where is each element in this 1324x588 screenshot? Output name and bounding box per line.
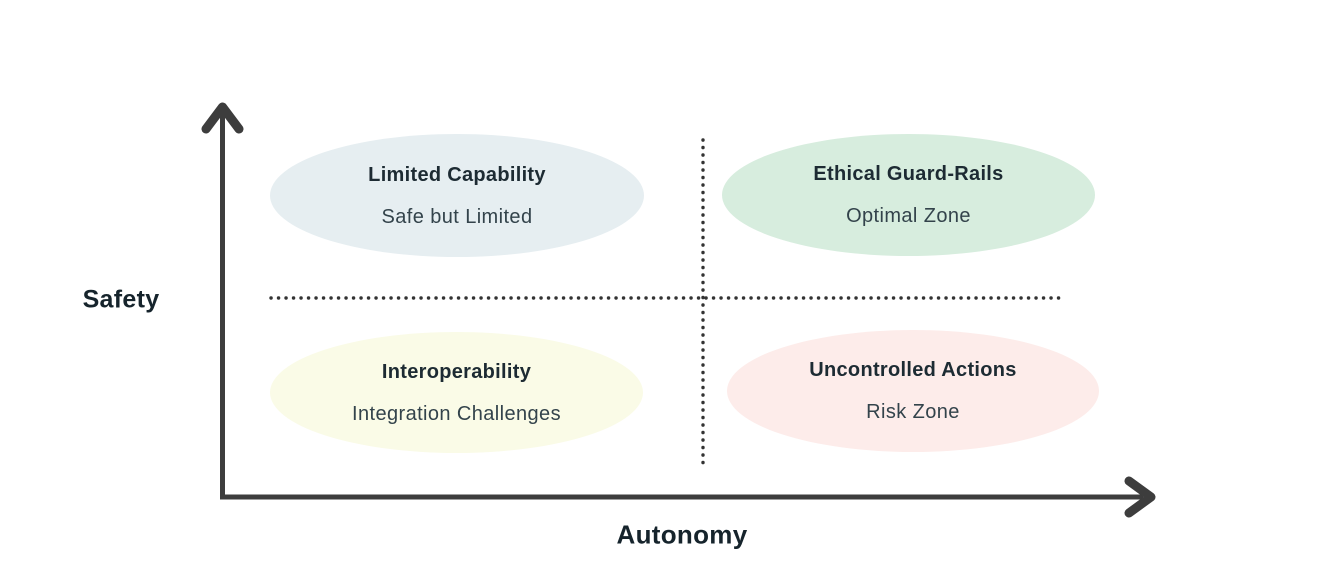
quadrant-title: Interoperability — [381, 360, 532, 383]
x-axis-label: Autonomy — [616, 519, 748, 550]
arrow-right-icon — [1124, 476, 1156, 518]
quadrant-title: Limited Capability — [368, 163, 546, 186]
quadrant-subtitle: Risk Zone — [866, 401, 960, 423]
quadrant-bottom-left: Interoperability Integration Challenges — [270, 332, 643, 453]
quadrant-bottom-right: Uncontrolled Actions Risk Zone — [727, 330, 1099, 452]
quadrant-title: Ethical Guard-Rails — [813, 163, 1004, 185]
quadrant-subtitle: Safe but Limited — [381, 205, 533, 228]
quadrant-top-left: Limited Capability Safe but Limited — [270, 134, 644, 257]
quadrant-top-right: Ethical Guard-Rails Optimal Zone — [722, 134, 1095, 256]
quadrant-title: Uncontrolled Actions — [809, 359, 1017, 381]
quadrant-subtitle: Optimal Zone — [846, 205, 971, 227]
arrow-up-icon — [201, 102, 244, 134]
quadrant-subtitle: Integration Challenges — [352, 402, 561, 425]
y-axis-label: Safety — [82, 285, 160, 314]
